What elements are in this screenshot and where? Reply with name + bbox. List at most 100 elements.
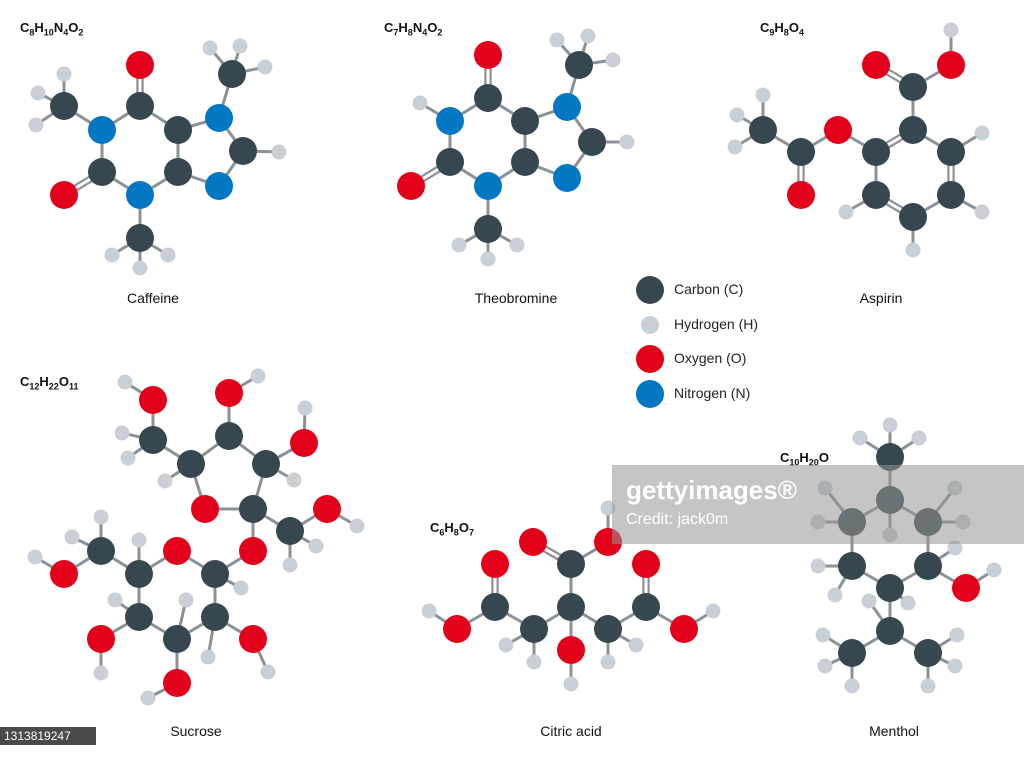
hydrogen-atom <box>600 500 616 516</box>
hydrogen-atom <box>120 450 136 466</box>
oxygen-atom <box>824 116 852 144</box>
hydrogen-atom-icon <box>641 315 659 334</box>
oxygen-atom <box>191 495 219 523</box>
hydrogen-atom <box>974 125 990 141</box>
carbon-atom <box>838 552 866 580</box>
hydrogen-atom <box>480 251 496 267</box>
hydrogen-atom <box>200 649 216 665</box>
molecule-caffeine <box>28 38 287 276</box>
nitrogen-atom <box>436 107 464 135</box>
hydrogen-atom <box>114 425 130 441</box>
watermark-brand: gettyimages® <box>626 475 797 505</box>
oxygen-atom <box>126 51 154 79</box>
hydrogen-atom <box>160 247 176 263</box>
nitrogen-atom <box>553 93 581 121</box>
legend-item-hydrogen: Hydrogen (H) <box>636 311 806 346</box>
name-theobromine: Theobromine <box>474 290 558 306</box>
hydrogen-atom <box>93 665 109 681</box>
hydrogen-atom <box>297 400 313 416</box>
hydrogen-atom <box>282 557 298 573</box>
legend-label: Carbon (C) <box>674 281 744 297</box>
carbon-atom <box>937 138 965 166</box>
carbon-atom <box>201 560 229 588</box>
hydrogen-atom <box>815 627 831 643</box>
hydrogen-atom <box>838 204 854 220</box>
carbon-atom <box>239 495 267 523</box>
hydrogen-atom <box>56 66 72 82</box>
carbon-atom <box>565 51 593 79</box>
carbon-atom <box>474 84 502 112</box>
molecule-theobromine <box>397 28 635 267</box>
oxygen-atom <box>952 574 980 602</box>
hydrogen-atom <box>157 473 173 489</box>
oxygen-atom <box>557 636 585 664</box>
hydrogen-atom <box>852 430 868 446</box>
hydrogen-atom <box>810 558 826 574</box>
hydrogen-atom <box>949 627 965 643</box>
carbon-atom <box>899 203 927 231</box>
hydrogen-atom <box>947 658 963 674</box>
oxygen-atom <box>50 560 78 588</box>
oxygen-atom <box>215 379 243 407</box>
molecule-citric <box>421 500 721 692</box>
hydrogen-atom <box>827 587 843 603</box>
carbon-atom <box>876 443 904 471</box>
hydrogen-atom <box>861 593 877 609</box>
formula-sucrose: C12H22O11 <box>20 374 79 392</box>
carbon-atom <box>787 138 815 166</box>
carbon-atom <box>164 116 192 144</box>
carbon-atom <box>126 92 154 120</box>
hydrogen-atom <box>920 678 936 694</box>
carbon-atom <box>511 148 539 176</box>
hydrogen-atom <box>986 562 1002 578</box>
carbon-atom <box>862 138 890 166</box>
hydrogen-atom <box>286 472 302 488</box>
hydrogen-atom <box>451 237 467 253</box>
hydrogen-atom <box>947 540 963 556</box>
nitrogen-atom <box>126 181 154 209</box>
carbon-atom <box>632 593 660 621</box>
nitrogen-atom <box>205 172 233 200</box>
nitrogen-atom <box>205 104 233 132</box>
formula-citric-acid: C6H8O7 <box>430 520 474 538</box>
hydrogen-atom <box>882 417 898 433</box>
hydrogen-atom <box>900 595 916 611</box>
hydrogen-atom <box>563 676 579 692</box>
carbon-atom <box>201 603 229 631</box>
formula-theobromine: C7H8N4O2 <box>384 20 443 38</box>
carbon-atom <box>139 426 167 454</box>
hydrogen-atom <box>974 204 990 220</box>
carbon-atom <box>937 181 965 209</box>
hydrogen-atom <box>817 658 833 674</box>
hydrogen-atom <box>580 28 596 44</box>
carbon-atom <box>749 116 777 144</box>
oxygen-atom <box>474 41 502 69</box>
carbon-atom <box>876 574 904 602</box>
carbon-atom <box>557 550 585 578</box>
hydrogen-atom <box>233 580 249 596</box>
hydrogen-atom <box>705 603 721 619</box>
hydrogen-atom <box>943 22 959 38</box>
watermark-credit: Credit: jack0m <box>626 511 729 528</box>
carbon-atom <box>481 593 509 621</box>
carbon-atom <box>163 625 191 653</box>
stock-id-badge: 1313819247 <box>0 727 96 745</box>
name-citric-acid: Citric acid <box>540 723 602 739</box>
carbon-atom <box>215 422 243 450</box>
carbon-atom <box>276 517 304 545</box>
molecule-sucrose <box>27 368 365 706</box>
hydrogen-atom <box>844 678 860 694</box>
hydrogen-atom <box>308 538 324 554</box>
carbon-atom <box>899 73 927 101</box>
carbon-atom <box>520 615 548 643</box>
name-sucrose: Sucrose <box>170 723 222 739</box>
oxygen-atom <box>163 537 191 565</box>
carbon-atom <box>914 552 942 580</box>
oxygen-atom <box>481 550 509 578</box>
oxygen-atom <box>239 625 267 653</box>
hydrogen-atom <box>349 518 365 534</box>
hydrogen-atom <box>729 107 745 123</box>
hydrogen-atom <box>93 509 109 525</box>
hydrogen-atom <box>412 95 428 111</box>
hydrogen-atom <box>509 237 525 253</box>
